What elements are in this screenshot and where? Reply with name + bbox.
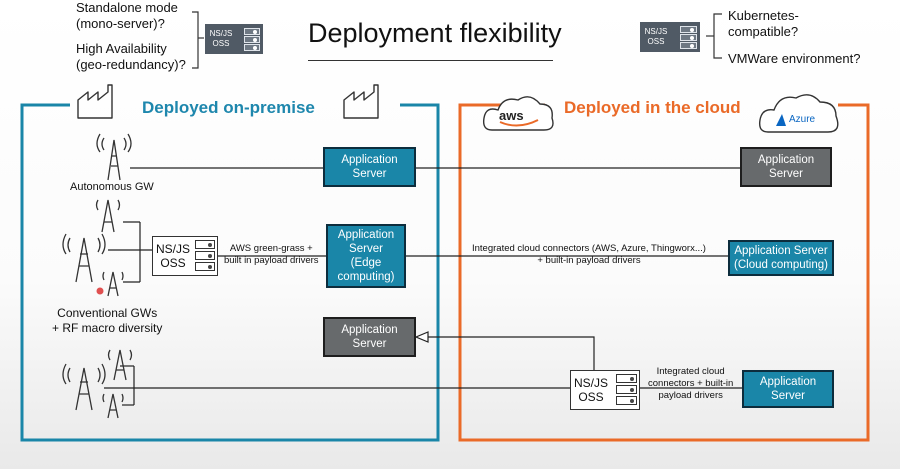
- question-kubernetes: Kubernetes- compatible?: [728, 8, 799, 39]
- cloud-icon: [758, 94, 839, 133]
- antenna-icon: [102, 393, 124, 419]
- server-icon: [244, 36, 260, 43]
- antenna-icon: [62, 233, 106, 283]
- autonomous-gw-label: Autonomous GW: [70, 181, 154, 193]
- arrow-head: [414, 331, 429, 343]
- question-high-availability: High Availability (geo-redundancy)?: [76, 41, 186, 72]
- integrated-connectors-note: Integrated cloud connectors + built-in p…: [648, 366, 734, 401]
- azure-logo: Azure: [789, 114, 816, 125]
- question-standalone: Standalone mode (mono-server)?: [76, 0, 178, 31]
- line-nsjs-to-gray-app: [428, 336, 595, 372]
- server-icon: [680, 34, 697, 41]
- server-icon: [616, 396, 637, 405]
- cloud-panel-border: [458, 103, 870, 442]
- conventional-gw-label: Conventional GWs + RF macro diversity: [52, 306, 163, 335]
- cloud-connectors-note: Integrated cloud connectors (AWS, Azure,…: [472, 243, 706, 266]
- onprem-title: Deployed on-premise: [142, 98, 315, 117]
- server-icon: [195, 262, 215, 271]
- server-icon: [244, 28, 260, 35]
- server-icon: [616, 385, 637, 394]
- server-icon: [195, 240, 215, 249]
- onprem-panel-border: [20, 103, 440, 442]
- page-title: Deployment flexibility: [308, 18, 562, 48]
- cloud-icon: [482, 96, 554, 131]
- antenna-icon: [96, 133, 132, 181]
- cloud-title: Deployed in the cloud: [564, 98, 741, 117]
- server-icon: [680, 42, 697, 49]
- app-server-cloud-computing: Application Server(Cloud computing): [728, 240, 834, 276]
- antenna-icon: [95, 199, 121, 233]
- antenna-icon: [107, 349, 133, 381]
- antenna-icon: [62, 363, 106, 411]
- server-icon: [195, 251, 215, 260]
- server-icon: [244, 44, 260, 51]
- factory-icon: [77, 84, 113, 119]
- server-icon: [680, 26, 697, 33]
- aws-greengrass-note: AWS green-grass + built in payload drive…: [224, 243, 319, 266]
- antenna-icon: [102, 271, 124, 297]
- cursor-dot: [96, 287, 104, 295]
- aws-logo: aws: [499, 108, 524, 123]
- question-vmware: VMWare environment?: [728, 51, 861, 66]
- server-icon: [616, 374, 637, 383]
- title-underline: [308, 60, 553, 61]
- factory-icon: [343, 84, 379, 119]
